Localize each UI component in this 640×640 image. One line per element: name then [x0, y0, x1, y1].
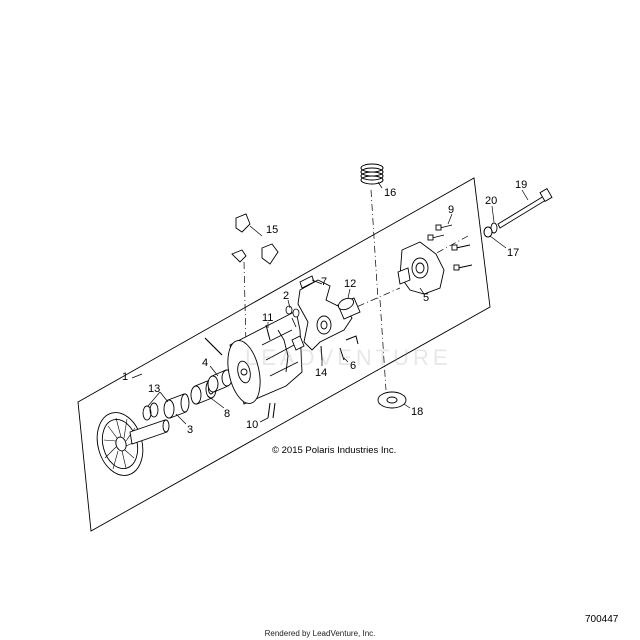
leader-20	[491, 205, 495, 223]
callout-4: 4	[202, 357, 208, 369]
leader-10	[259, 417, 269, 423]
leader-8	[207, 395, 225, 409]
nut-17	[483, 226, 493, 238]
leader-18	[403, 403, 411, 409]
callout-13: 13	[148, 383, 160, 395]
footer-credit: Rendered by LeadVenture, Inc.	[264, 629, 376, 638]
o-rings	[142, 402, 159, 421]
rollers-2	[285, 305, 300, 328]
callout-18: 18	[411, 406, 423, 418]
leader-6	[343, 357, 349, 363]
bearing-4	[207, 369, 233, 393]
callout-19: 19	[515, 179, 527, 191]
diagram-part-number: 700447	[585, 614, 619, 625]
callout-7: 7	[321, 276, 327, 288]
pin-1	[204, 337, 223, 356]
callout-5: 5	[423, 292, 429, 304]
callout-2: 2	[283, 290, 289, 302]
leader-17	[489, 235, 507, 249]
callout-10: 10	[246, 419, 258, 431]
pin-11	[265, 324, 271, 341]
weights-15	[231, 213, 279, 265]
leader-3	[175, 413, 187, 425]
movable-sheave	[96, 412, 170, 476]
centerline-spring-16	[370, 189, 379, 301]
callout-17: 17	[507, 247, 519, 259]
callout-16: 16	[384, 187, 396, 199]
callout-3: 3	[187, 424, 193, 436]
callout-15: 15	[266, 224, 278, 236]
clip-6	[339, 335, 359, 361]
leader-5	[419, 287, 425, 295]
bolts-9	[427, 224, 473, 271]
callout-14: 14	[315, 367, 327, 379]
cotter-pin	[267, 402, 276, 419]
leader-12	[347, 288, 351, 299]
callout-1: 1	[122, 371, 128, 383]
bolt-19	[497, 188, 553, 229]
bushing	[163, 393, 190, 419]
copyright-notice: © 2015 Polaris Industries Inc.	[272, 445, 397, 456]
callout-9: 9	[448, 204, 454, 216]
spider	[291, 275, 353, 351]
leader-16	[377, 181, 383, 189]
pin-14	[320, 345, 323, 361]
leader-7	[311, 279, 323, 285]
callout-20: 20	[485, 195, 497, 207]
leader-9	[447, 213, 453, 225]
callout-12: 12	[344, 278, 356, 290]
callout-11: 11	[262, 312, 273, 324]
watermark: LEADVENTURE	[245, 345, 452, 370]
callout-6: 6	[350, 360, 356, 372]
leader-13a	[147, 391, 161, 407]
centerline-weight-15	[243, 261, 247, 346]
washer-18	[377, 391, 407, 409]
leader-19	[521, 189, 529, 201]
assembly-boundary	[77, 177, 491, 532]
leader-1	[131, 373, 143, 379]
leader-2	[287, 299, 291, 309]
spring-plate	[397, 241, 445, 295]
centerline-washer-18	[379, 299, 387, 391]
callout-8: 8	[224, 408, 230, 420]
leader-15	[249, 225, 263, 237]
spring-16	[360, 163, 384, 185]
spacer-12	[337, 297, 361, 320]
leader-13b	[159, 391, 169, 403]
leader-4	[209, 365, 219, 377]
